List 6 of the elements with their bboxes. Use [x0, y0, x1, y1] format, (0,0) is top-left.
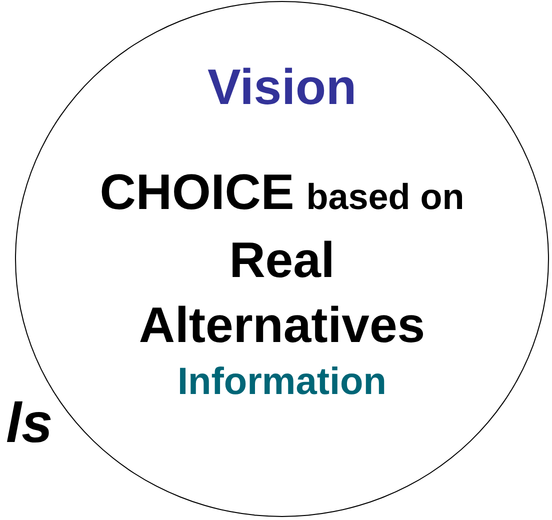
circle-text: Vision	[207, 60, 357, 115]
circle-text: Information	[178, 362, 386, 404]
circle-text: Real Alternatives	[138, 231, 426, 355]
circle-text: CHOICE	[100, 165, 294, 220]
partial-label: ls	[5, 392, 53, 454]
circle-text: based on	[306, 177, 464, 217]
